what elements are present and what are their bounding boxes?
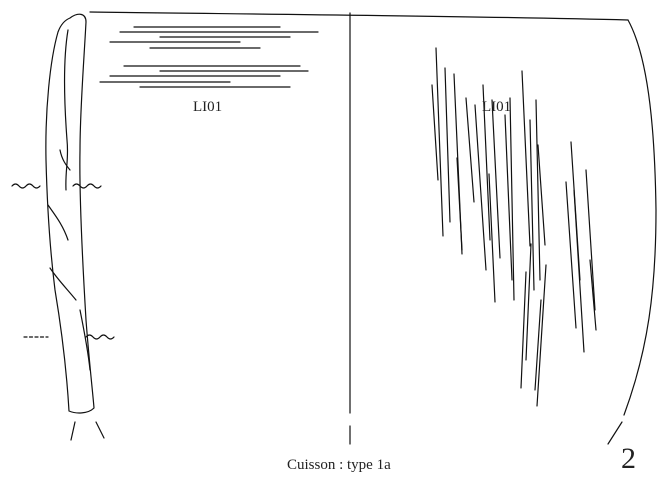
section-break-line-1 (47, 204, 69, 241)
wave-marker-left (11, 183, 41, 189)
outer-silhouette (623, 19, 657, 416)
firing-caption: Cuisson : type 1a (287, 457, 391, 473)
wave-marker-lower (85, 334, 115, 340)
wipe-label-left: LI01 (193, 99, 223, 115)
wave-marker-right (72, 183, 102, 189)
horizontal-wipe-marks (99, 26, 319, 88)
base-stroke-right (607, 421, 623, 445)
base-stroke-left-1 (70, 421, 76, 441)
section-inner-line (63, 29, 69, 191)
section-break-line-2 (49, 267, 77, 301)
section-break-line-3 (79, 309, 91, 371)
section-inner-hatch (59, 149, 71, 171)
base-stroke-left-2 (95, 421, 105, 439)
rim-line (89, 11, 629, 21)
section-profile (45, 13, 95, 414)
plate-number: 2 (621, 442, 636, 475)
wipe-label-right: LI01 (482, 99, 512, 115)
vertical-wipe-marks (431, 47, 597, 407)
